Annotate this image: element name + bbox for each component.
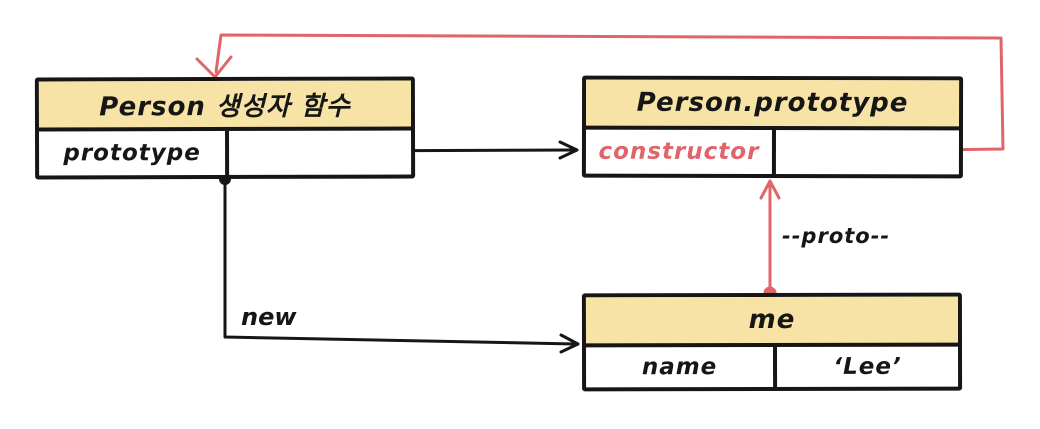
person-constructor-title: Person 생성자 함수 — [38, 80, 412, 132]
new-operator-label: new — [241, 303, 297, 331]
prototype-value-cell — [229, 131, 411, 175]
name-value-cell: ‘Lee’ — [833, 353, 902, 380]
person-constructor-box: Person 생성자 함수 prototype — [34, 76, 416, 180]
constructor-key-cell: constructor — [585, 129, 776, 175]
me-instance-row: name ‘Lee’ — [586, 346, 958, 388]
constructor-value-cell — [776, 130, 959, 174]
me-instance-title: me — [585, 296, 959, 348]
person-constructor-row: prototype — [39, 130, 411, 176]
person-prototype-title: Person.prototype — [585, 79, 960, 131]
person-prototype-row: constructor — [585, 129, 959, 175]
me-instance-box: me name ‘Lee’ — [581, 292, 963, 392]
name-key-cell: name — [586, 346, 778, 388]
proto-link-label: --proto-- — [782, 224, 891, 248]
person-prototype-box: Person.prototype constructor — [581, 75, 964, 179]
proto-link-arrow — [759, 179, 781, 300]
prototype-key-cell: prototype — [39, 130, 230, 176]
